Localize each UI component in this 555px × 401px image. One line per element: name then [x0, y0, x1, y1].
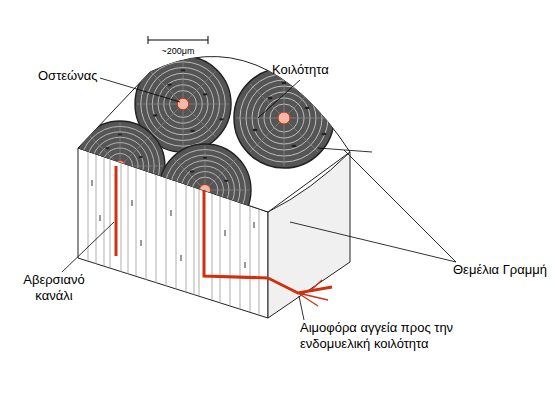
blood-vessels [116, 166, 332, 293]
vessel-branches [298, 280, 328, 306]
scale-label: ~200μm [148, 43, 208, 59]
part-label: Αιμοφόρα αγγεία προς την ενδομυελική κοι… [300, 320, 482, 352]
scale-bar [148, 36, 208, 44]
part-label: Θεμέλια Γραμμή [452, 262, 548, 278]
part-label: Οστεώνας [38, 68, 118, 84]
part-label: Κοιλότητα [272, 62, 362, 78]
part-label: Αβερσιανό κανάλι [4, 272, 104, 304]
leader-lines [62, 78, 456, 320]
